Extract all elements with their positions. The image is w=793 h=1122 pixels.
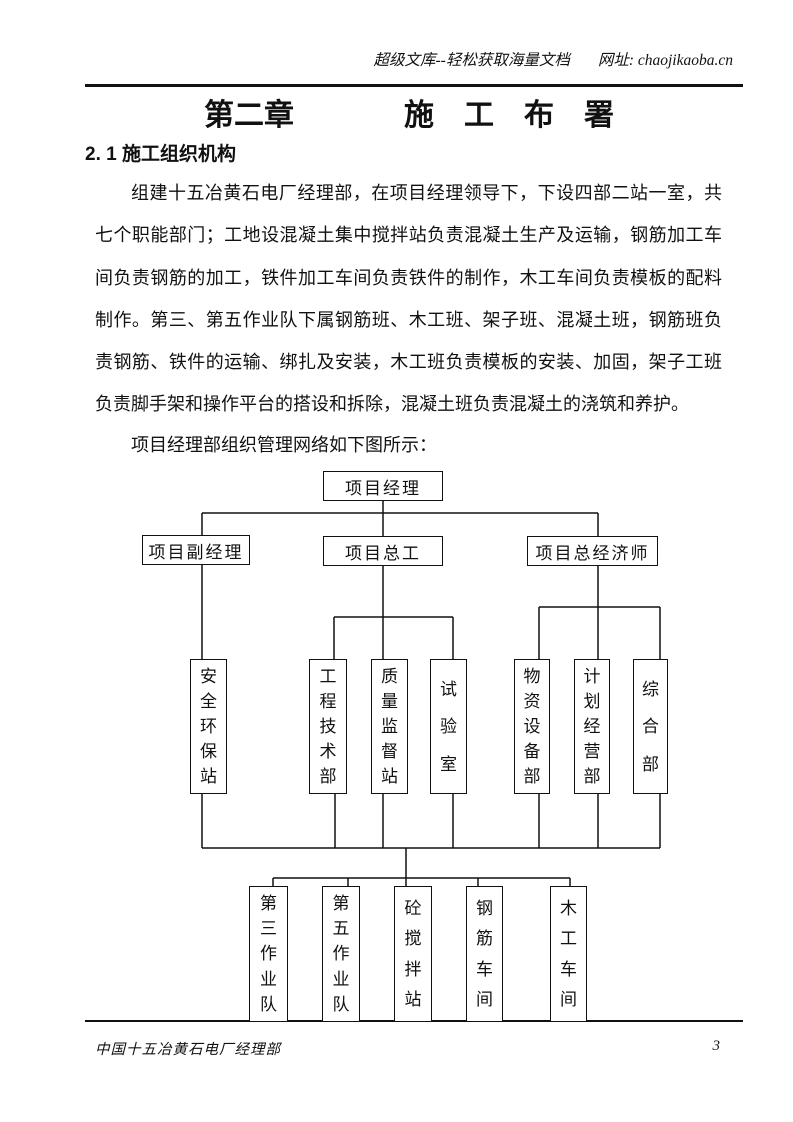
body-paragraph: 组建十五冶黄石电厂经理部，在项目经理领导下，下设四部二站一室，共 七个职能部门；…	[95, 172, 722, 426]
header-rule	[85, 84, 743, 87]
org-box-chief-engineer: 项目总工	[323, 536, 443, 566]
org-box-planning-operation-dept: 计划经营部	[574, 659, 610, 794]
org-box-materials-equipment-dept: 物资设备部	[514, 659, 550, 794]
body-line: 负责脚手架和操作平台的搭设和拆除，混凝土班负责混凝土的浇筑和养护。	[95, 394, 689, 415]
org-box-engineering-tech-dept: 工程技术部	[309, 659, 347, 794]
header-site-url: 网址: chaojikaoba.cn	[597, 52, 733, 69]
body-line: 七个职能部门；工地设混凝土集中搅拌站负责混凝土生产及运输，钢筋加工车	[95, 225, 722, 246]
org-box-project-manager: 项目经理	[323, 471, 443, 501]
org-box-general-office: 综合部	[633, 659, 668, 794]
org-box-test-lab: 试验室	[430, 659, 467, 794]
org-box-quality-supervision-station: 质量监督站	[371, 659, 408, 794]
page-header: 超级文库--轻松获取海量文档 网址: chaojikaoba.cn	[85, 48, 734, 70]
body-line: 组建十五冶黄石电厂经理部，在项目经理领导下，下设四部二站一室，共	[131, 183, 722, 203]
org-box-no3-work-team: 第三作业队	[249, 886, 288, 1022]
org-box-no5-work-team: 第五作业队	[322, 886, 360, 1022]
body-line: 间负责钢筋的加工，铁件加工车间负责铁件的制作，木工车间负责模板的配料	[95, 267, 722, 288]
chapter-title: 第二章 施 工 布 署	[85, 90, 733, 134]
org-box-concrete-mixing-station: 砼搅拌站	[394, 886, 432, 1022]
body-line: 责钢筋、铁件的运输、绑扎及安装，木工班负责模板的安装、加固，架子工班	[95, 352, 722, 373]
footer-text: 中国十五冶黄石电厂经理部	[95, 1042, 281, 1058]
chapter-number: 第二章	[204, 99, 294, 132]
org-box-deputy-project-manager: 项目副经理	[142, 535, 250, 565]
chart-caption: 项目经理部组织管理网络如下图所示：	[131, 435, 437, 455]
section-heading: 2. 1 施工组织机构	[85, 144, 236, 165]
body-line: 制作。第三、第五作业队下属钢筋班、木工班、架子班、混凝土班，钢筋班负	[95, 309, 722, 330]
org-box-chief-economist: 项目总经济师	[527, 536, 658, 566]
header-brand-text: 超级文库--轻松获取海量文档	[373, 52, 570, 69]
org-box-rebar-workshop: 钢筋车间	[466, 886, 503, 1022]
org-box-safety-env-station: 安全环保站	[190, 659, 227, 794]
chapter-name: 施 工 布 署	[404, 99, 614, 132]
page-number: 3	[712, 1038, 721, 1054]
org-box-carpentry-workshop: 木工车间	[550, 886, 587, 1022]
